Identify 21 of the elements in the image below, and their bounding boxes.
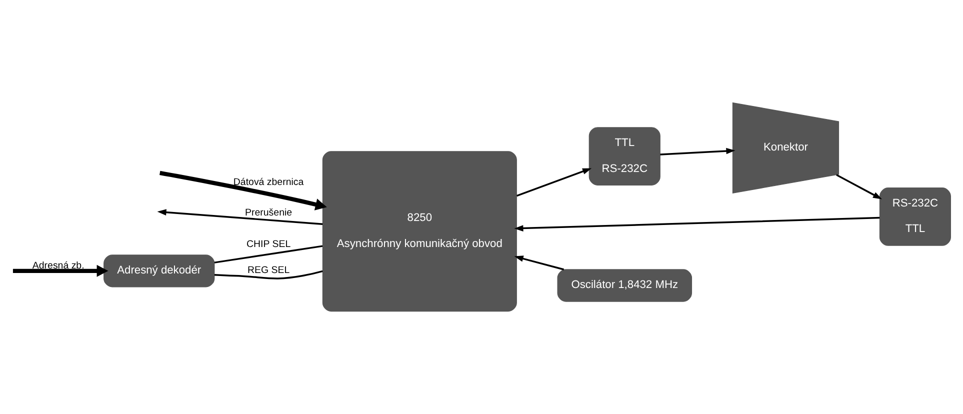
arrow [160, 170, 327, 210]
arrow [660, 148, 736, 156]
edge-label: Adresná zb. [32, 260, 84, 272]
connector [214, 245, 323, 264]
edge-label: CHIP SEL [246, 238, 291, 250]
connector [214, 270, 323, 280]
arrow [514, 216, 880, 232]
arrow [12, 264, 108, 277]
arrow [157, 209, 323, 225]
node-box: Oscilátor 1,8432 MHz [557, 269, 692, 302]
node-box: Konektor [732, 102, 840, 194]
arrow [836, 174, 882, 200]
node-box: RS-232C TTL [879, 188, 951, 246]
edge-label: REG SEL [247, 265, 290, 276]
node-box: Adresný dekodér [104, 254, 215, 288]
arrow [516, 168, 592, 197]
edge-label: Dátová zbernica [233, 176, 304, 188]
node-box: TTL RS-232C [588, 127, 660, 186]
edge-label: Prerušenie [245, 207, 292, 218]
node-box: 8250 Asynchrónny komunikačný obvod [322, 151, 517, 312]
arrow [514, 256, 564, 270]
